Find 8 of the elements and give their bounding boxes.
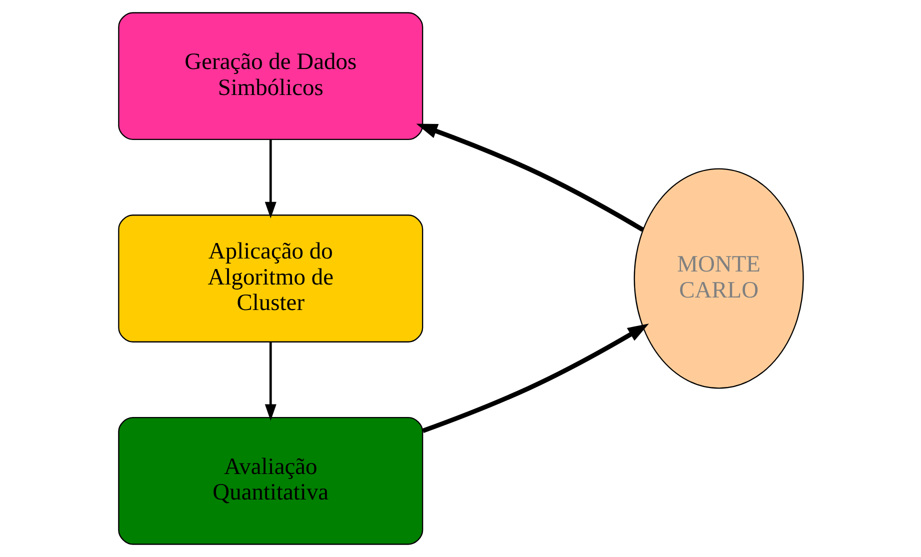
node-box: Aplicação do Algoritmo de Cluster bbox=[118, 214, 423, 342]
node-ellipse: MONTE CARLO bbox=[633, 168, 804, 389]
arrow bbox=[422, 324, 648, 434]
arrow bbox=[264, 139, 276, 218]
arrow bbox=[416, 124, 644, 232]
arrow bbox=[264, 342, 276, 421]
node-box: Avaliação Quantitativa bbox=[118, 416, 423, 545]
node-box: Geração de Dados Simbólicos bbox=[118, 12, 423, 140]
